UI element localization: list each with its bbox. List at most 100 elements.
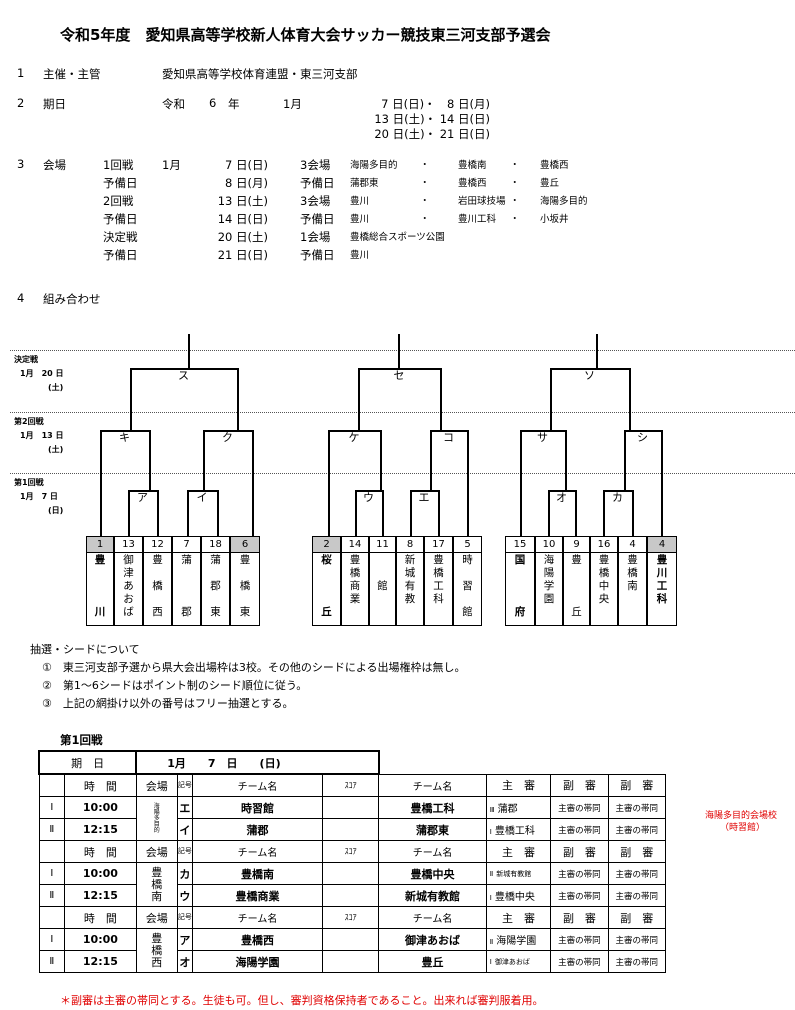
assistant-referee: 主審の帯同 [607,862,667,885]
home-team: 蒲郡 [192,818,324,841]
blank [379,751,666,774]
team-name: 蒲 郡 [181,554,192,618]
assistant-referee: 主審の帯同 [550,796,609,819]
seed-number: 8 [397,537,423,553]
venue-v3: 豊橋西 [540,160,569,171]
venue-round: 1回戦 [103,158,134,172]
match-number: Ⅰ [38,796,66,819]
seed-number: 11 [370,537,395,553]
venue-v3: 小坂井 [540,214,569,225]
assistant-referee: 主審の帯同 [607,928,667,951]
away-team: 新城有教館 [378,884,487,907]
match-number: Ⅱ [38,884,66,907]
seed-number: 4 [619,537,646,553]
bracket-label: ク [222,431,233,444]
assistant-referee: 主審の帯同 [550,950,609,973]
bracket-line [128,490,130,536]
kickoff-time: 10:00 [64,928,137,951]
team2-header: チーム名 [378,906,487,929]
bracket-line [575,490,577,536]
bracket-line [130,368,238,370]
bracket-line [252,430,254,536]
venue-type: 予備日 [300,248,335,262]
kickoff-time: 10:00 [64,862,137,885]
round-day: (土) [48,383,64,392]
away-team: 豊丘 [378,950,487,973]
match-code: ア [176,928,194,951]
bracket-line [380,430,382,490]
seed-number: 14 [342,537,368,553]
match-code: エ [176,796,194,819]
bracket-label: エ [418,491,430,504]
bracket-line [187,490,189,536]
date-row: 7 日(日)・ 8 日(月) [381,97,490,111]
notes-heading: 抽選・シードについて [30,643,140,656]
bracket-line [187,490,218,492]
assistant-referee: 主審の帯同 [550,818,609,841]
home-team: 豊橋南 [192,862,324,885]
code-header: 記号 [176,906,194,929]
bracket-line [355,490,383,492]
bracket-line [603,490,605,536]
schedule-heading: 第1回戦 [60,733,103,747]
month: 1月 [283,97,302,111]
referee-school: 豊橋工科 [494,826,535,837]
no-header [38,906,66,929]
section-2-label: 期日 [43,97,66,111]
venue-round: 決定戦 [103,230,138,244]
kickoff-time: 12:15 [64,818,137,841]
round-date: 1月 20 日 [20,369,64,378]
side-note-2: （時習館） [720,823,766,833]
section-4-number: 4 [17,291,25,305]
separator-dot: ・ [420,196,430,207]
team-name: 豊 川 工 科 [656,554,668,605]
bracket-line [565,430,567,490]
kickoff-time: 10:00 [64,796,137,819]
team-name: 豊 橋 東 [239,554,251,618]
score-cell [322,862,380,885]
match-code: イ [176,818,194,841]
venue-header: 会場 [135,773,178,797]
venue-round: 予備日 [103,248,138,262]
team-name: 御 津 あ お ば [123,554,134,618]
date-row: 13 日(土)・ 14 日(日) [374,112,490,126]
section-1-number: 1 [17,66,25,80]
seed-number: 16 [591,537,617,553]
seed-number: 12 [144,537,171,553]
team-slot: 11 館 [369,536,396,626]
team-name: 豊 橋 南 [627,554,638,592]
team2-header: チーム名 [378,773,487,797]
round-day: (土) [48,445,64,454]
assistant-referee: 主審の帯同 [550,862,609,885]
bracket-label: カ [612,491,623,504]
assistant-referee: 主審の帯同 [607,796,667,819]
venue-round: 2回戦 [103,194,134,208]
bracket-line [467,430,469,536]
bracket-label: ア [137,491,148,504]
section-3-number: 3 [17,157,25,171]
bracket-line [149,430,151,490]
home-team: 時習館 [192,796,324,819]
separator-dot: ・ [420,160,430,171]
bracket-line [632,490,634,536]
venue-v2: 豊橋南 [458,160,487,171]
venue-v1: 豊川 [350,196,370,207]
bracket-line [128,490,158,492]
section-1-label: 主催・主管 [43,67,101,81]
referee-school: 新城有教館 [496,869,532,878]
match-number: Ⅱ [38,818,66,841]
year-unit: 年 [228,97,240,111]
seed-number: 15 [506,537,534,553]
kickoff-time: 12:15 [64,884,137,907]
page-title: 令和5年度 愛知県高等学校新人体育大会サッカー競技東三河支部予選会 [60,26,551,44]
venue-v1: 豊川 [350,250,370,261]
section-3-label: 会場 [43,158,66,172]
side-note: 海陽多目的会場校 [705,811,778,821]
separator-dot: ・ [510,178,520,189]
referee-number: Ⅰ [489,894,492,902]
bracket-line [624,430,626,490]
